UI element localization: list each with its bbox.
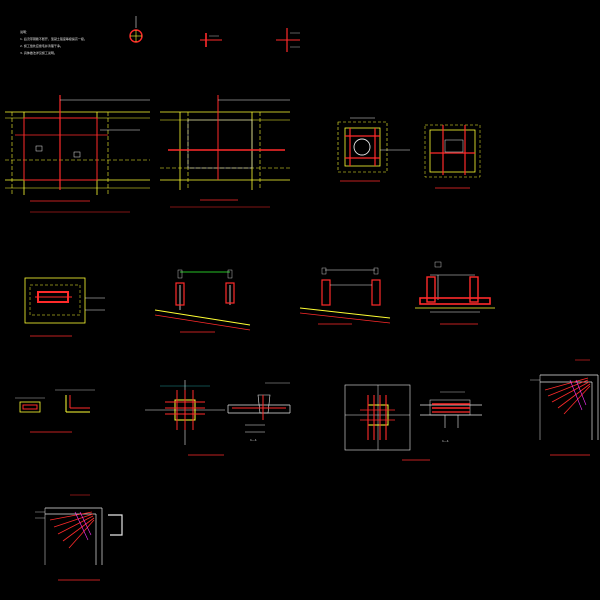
joint-plan-2 (344, 384, 430, 461)
stair-section-1 (154, 269, 251, 333)
note-line-3: 3. 具体做法详见施工说明。 (20, 50, 57, 55)
section-label-2: 1—1 (442, 439, 449, 443)
symbol-rebar-cross-2 (276, 28, 300, 52)
note-line-2: 2. 施工缝处应凿毛并清理干净。 (20, 43, 63, 48)
beam-section-2: 1—1 (420, 391, 482, 443)
note-line-1: 1. 后浇带钢筋不断开，混凝土强度等级提高一级。 (20, 36, 87, 41)
symbol-rebar-cross-1 (200, 33, 222, 47)
plan-detail-2 (160, 95, 290, 208)
corner-reinforcement-left (35, 494, 123, 581)
opening-detail-mid (24, 277, 105, 337)
symbol-circle-detail (129, 16, 143, 43)
beam-section-1: 1—1 (227, 382, 291, 442)
pit-section (415, 261, 495, 325)
beam-detail-small-b (30, 389, 95, 433)
plan-detail-1 (5, 95, 150, 213)
section-label-1: 1—1 (250, 438, 257, 442)
general-notes: 说明： 1. 后浇带钢筋不断开，混凝土强度等级提高一级。 2. 施工缝处应凿毛并… (20, 29, 87, 55)
stair-section-2 (299, 267, 391, 325)
joint-plan-1 (145, 380, 225, 456)
notes-heading: 说明： (20, 29, 29, 34)
opening-detail-round (337, 117, 410, 182)
opening-detail-square (424, 124, 481, 189)
corner-reinforcement-right (530, 359, 599, 456)
beam-detail-small-a (15, 397, 45, 413)
